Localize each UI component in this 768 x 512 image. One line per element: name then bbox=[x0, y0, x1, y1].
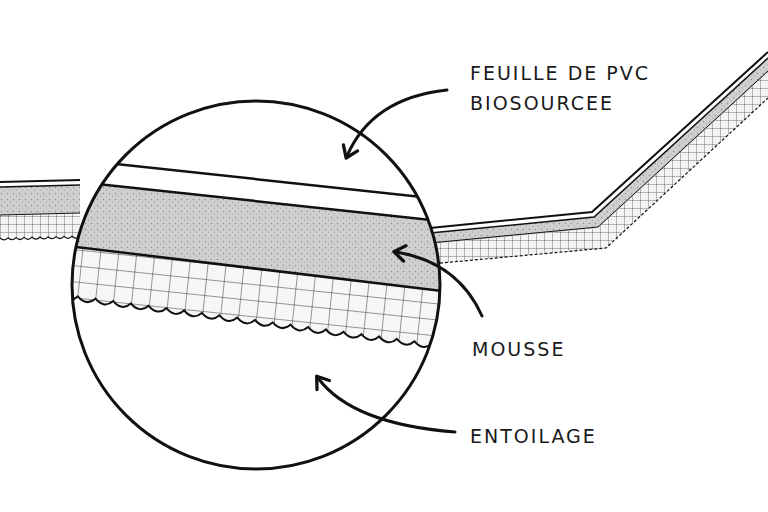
leader-arrow bbox=[396, 252, 482, 316]
magnifier-circle bbox=[72, 101, 440, 469]
leader-arrow bbox=[318, 378, 455, 432]
part-label: MOUSSE bbox=[472, 334, 672, 364]
leader-arrow bbox=[347, 90, 447, 156]
part-label: FEUILLE DE PVC BIOSOURCEE bbox=[470, 58, 720, 118]
part-label: ENTOILAGE bbox=[470, 421, 690, 451]
material-band-left bbox=[0, 180, 80, 240]
magnified-section bbox=[60, 158, 450, 512]
material-band-right bbox=[430, 52, 768, 264]
